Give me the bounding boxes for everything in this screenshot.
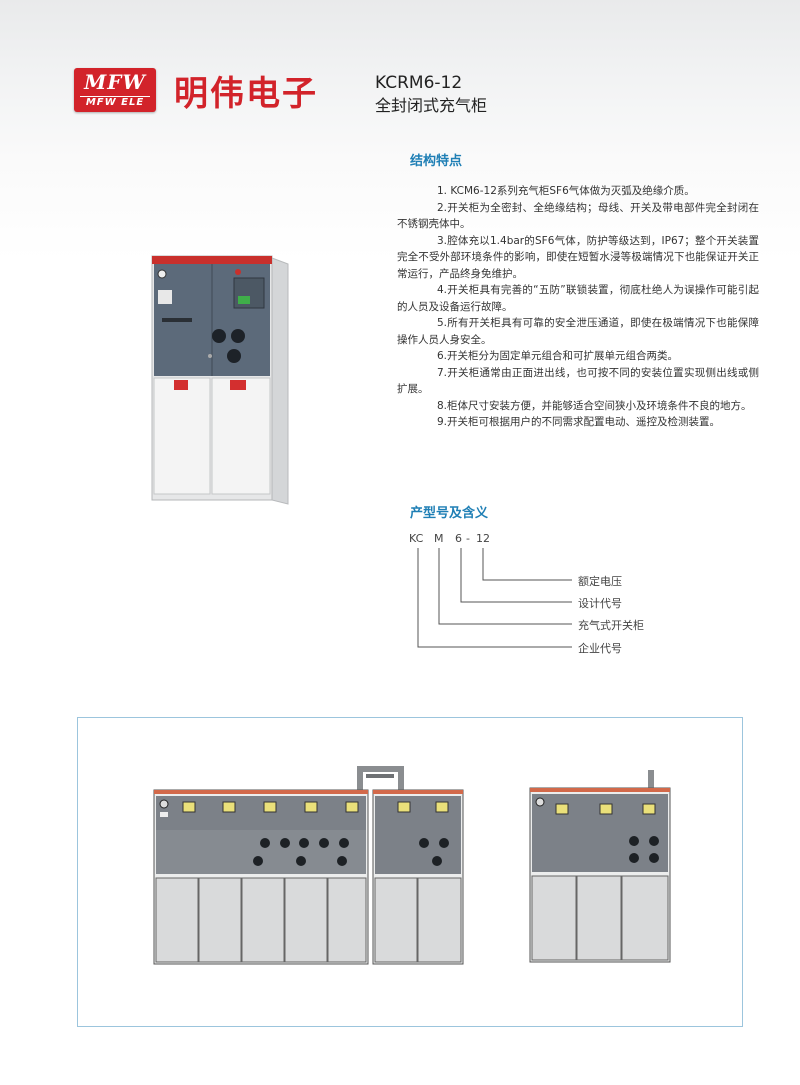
model-subtitle: 全封闭式充气柜 (375, 96, 488, 115)
code-part-design: 6 (455, 532, 462, 545)
switchgear-cabinet-photo (150, 252, 290, 514)
feature-item: 4.开关柜具有完善的“五防”联锁装置，彻底杜绝人为误操作可能引起的人员及设备运行… (397, 284, 759, 313)
logo-divider (80, 96, 150, 97)
drawings-frame (77, 717, 743, 1027)
logo-subtext: MFW ELE (85, 97, 145, 108)
definition-label: 充气式开关柜 (578, 619, 644, 632)
code-part-type: M (434, 532, 444, 545)
feature-item: 8.柜体尺寸安装方便，并能够适合空间狭小及环境条件不良的地方。 (437, 399, 752, 412)
features-list: 1. KCM6-12系列充气柜SF6气体做为灭弧及绝缘介质。 2.开关柜为全密封… (397, 183, 759, 431)
feature-item: 7.开关柜通常由正面进出线，也可按不同的安装位置实现侧出线或侧扩展。 (397, 366, 759, 396)
feature-item: 3.腔体充以1.4bar的SF6气体，防护等级达到，IP67；整个开关装置完全不… (397, 234, 759, 280)
model-meaning-title: 产型号及含义 (410, 506, 489, 521)
definition-label: 设计代号 (578, 597, 622, 610)
feature-item: 5.所有开关柜具有可靠的安全泄压通道，即使在极端情况下也能保障操作人员人身安全。 (397, 317, 759, 346)
mfw-logo: MFW MFW ELE (74, 68, 156, 112)
features-title: 结构特点 (410, 154, 463, 169)
model-number: KCRM6-12 (375, 73, 463, 93)
code-part-dash: - (466, 532, 470, 545)
switchgear-unit-drawing (529, 770, 671, 963)
code-part-company: KC (409, 532, 424, 545)
feature-item: 2.开关柜为全密封、全绝缘结构；母线、开关及带电部件完全封闭在不锈钢壳体中。 (397, 201, 759, 231)
feature-item: 6.开关柜分为固定单元组合和可扩展单元组合两类。 (437, 350, 679, 362)
definition-label: 额定电压 (578, 575, 622, 588)
feature-item: 1. KCM6-12系列充气柜SF6气体做为灭弧及绝缘介质。 (437, 185, 695, 197)
model-code-connectors (417, 548, 572, 648)
switchgear-lineup-drawing (153, 766, 464, 965)
definition-label: 企业代号 (578, 642, 622, 655)
brand-name: 明伟电子 (174, 74, 318, 114)
logo-text: MFW (84, 70, 146, 94)
feature-item: 9.开关柜可根据用户的不同需求配置电动、遥控及检测装置。 (437, 416, 721, 428)
code-part-voltage: 12 (476, 532, 490, 545)
